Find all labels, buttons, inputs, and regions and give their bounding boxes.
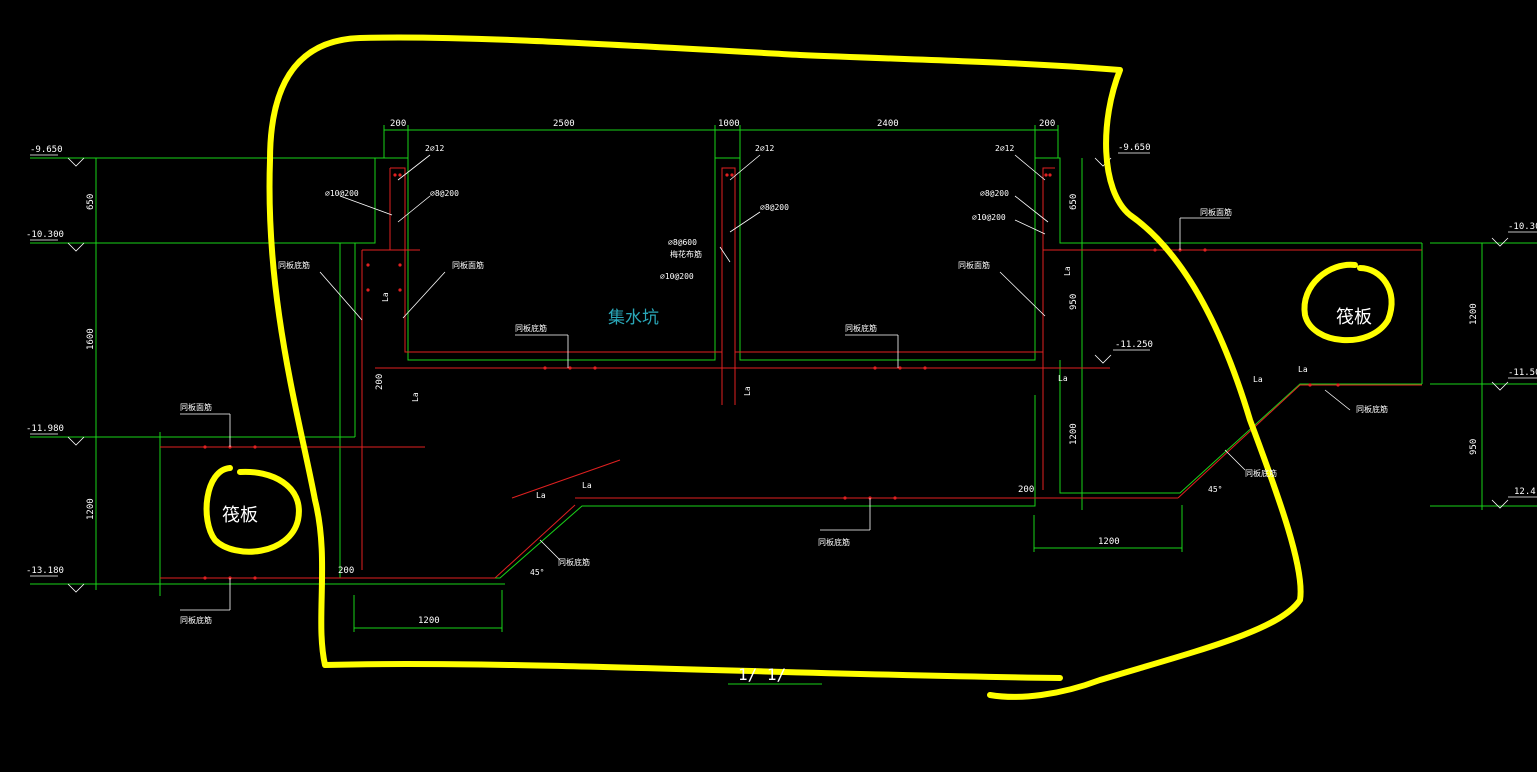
leader-lines: [180, 154, 1351, 611]
raft-label-right: 筏板: [1336, 307, 1372, 328]
note-same-bottom-5: 同板底筋: [818, 537, 850, 547]
note-same-bottom-4: 同板底筋: [180, 615, 212, 625]
raft-label-left: 筏板: [222, 505, 258, 526]
dim-top-2: 1000: [718, 119, 740, 129]
note-left-a: ⌀10@200: [325, 189, 359, 198]
note-la-5: La: [1058, 374, 1068, 383]
dim-top-4: 200: [1039, 119, 1055, 129]
note-top-right: 2⌀12: [995, 144, 1014, 153]
note-right-b: ⌀10@200: [972, 213, 1006, 222]
level-left-2: -11.980: [26, 424, 64, 434]
level-far-right-0: -10.30: [1508, 222, 1537, 232]
rebar-dots: [203, 173, 1340, 580]
dim-top-0: 200: [390, 119, 406, 129]
level-left-1: -10.300: [26, 230, 64, 240]
note-same-bottom-6: 同板底筋: [1356, 404, 1388, 414]
note-top-mid: 2⌀12: [755, 144, 774, 153]
note-same-top-1: 同板面筋: [452, 260, 484, 270]
dim-left-1: 1600: [86, 328, 96, 350]
note-same-bottom-8: 同板底筋: [558, 557, 590, 567]
level-text: -9.650 -10.300 -11.980 -13.180 -9.650 -1…: [26, 143, 1537, 576]
note-same-top-4: 同板面筋: [1200, 207, 1232, 217]
dim-wall-2: 200: [1018, 485, 1034, 495]
level-right-1: -11.250: [1115, 340, 1153, 350]
rebar-note-text: 2⌀12 2⌀12 2⌀12 ⌀10@200 ⌀8@200 ⌀8@200 ⌀8@…: [180, 144, 1388, 625]
note-mid-d: ⌀10@200: [660, 272, 694, 281]
dim-right-0: 650: [1069, 194, 1079, 210]
note-left-b: ⌀8@200: [430, 189, 459, 198]
yellow-highlight-markup: [203, 34, 1395, 700]
note-right-a: ⌀8@200: [980, 189, 1009, 198]
note-la-4: La: [1063, 266, 1072, 276]
concrete-outline: [30, 125, 1537, 685]
section-title: 1/ 1/: [738, 665, 786, 684]
note-angle-2: 45°: [1208, 485, 1222, 494]
dim-wall-1: 200: [338, 566, 354, 576]
note-same-bottom-1: 同板底筋: [278, 260, 310, 270]
dim-right-1: 950: [1069, 294, 1079, 310]
note-mid-c: 梅花布筋: [670, 249, 702, 259]
note-same-bottom-2: 同板底筋: [515, 323, 547, 333]
dim-bottom-left: 1200: [418, 616, 440, 626]
dim-far-right-0: 1200: [1469, 303, 1479, 325]
level-far-right-2: 12.4: [1514, 487, 1536, 497]
note-la-1: La: [381, 292, 390, 302]
dim-top-3: 2400: [877, 119, 899, 129]
note-top-left: 2⌀12: [425, 144, 444, 153]
level-left-3: -13.180: [26, 566, 64, 576]
level-markers: [30, 152, 1537, 593]
level-left-0: -9.650: [30, 145, 63, 155]
note-la-6: La: [536, 491, 546, 500]
note-la-9: La: [1298, 365, 1308, 374]
note-same-top-3: 同板面筋: [180, 402, 212, 412]
dim-top-1: 2500: [553, 119, 575, 129]
note-same-bottom-7: 同板底筋: [1245, 468, 1277, 478]
reinforcement: [160, 167, 1422, 579]
note-la-3: La: [743, 386, 752, 396]
dim-bottom-right: 1200: [1098, 537, 1120, 547]
dim-left-0: 650: [86, 194, 96, 210]
dim-left-2: 1200: [86, 498, 96, 520]
note-angle-1: 45°: [530, 568, 544, 577]
dim-wall-0: 200: [375, 374, 385, 390]
note-same-bottom-3: 同板底筋: [845, 323, 877, 333]
note-la-2: La: [411, 392, 420, 402]
level-right-0: -9.650: [1118, 143, 1151, 153]
dim-right-2: 1200: [1069, 423, 1079, 445]
note-la-8: La: [1253, 375, 1263, 384]
note-mid-a: ⌀8@200: [760, 203, 789, 212]
note-mid-b: ⌀8@600: [668, 238, 697, 247]
dim-far-right-1: 950: [1469, 439, 1479, 455]
pit-label: 集水坑: [608, 308, 659, 328]
note-la-7: La: [582, 481, 592, 490]
level-far-right-1: -11.50: [1508, 368, 1537, 378]
note-same-top-2: 同板面筋: [958, 260, 990, 270]
dimension-text: 200 2500 1000 2400 200 650 1600 1200 650…: [86, 119, 1479, 626]
